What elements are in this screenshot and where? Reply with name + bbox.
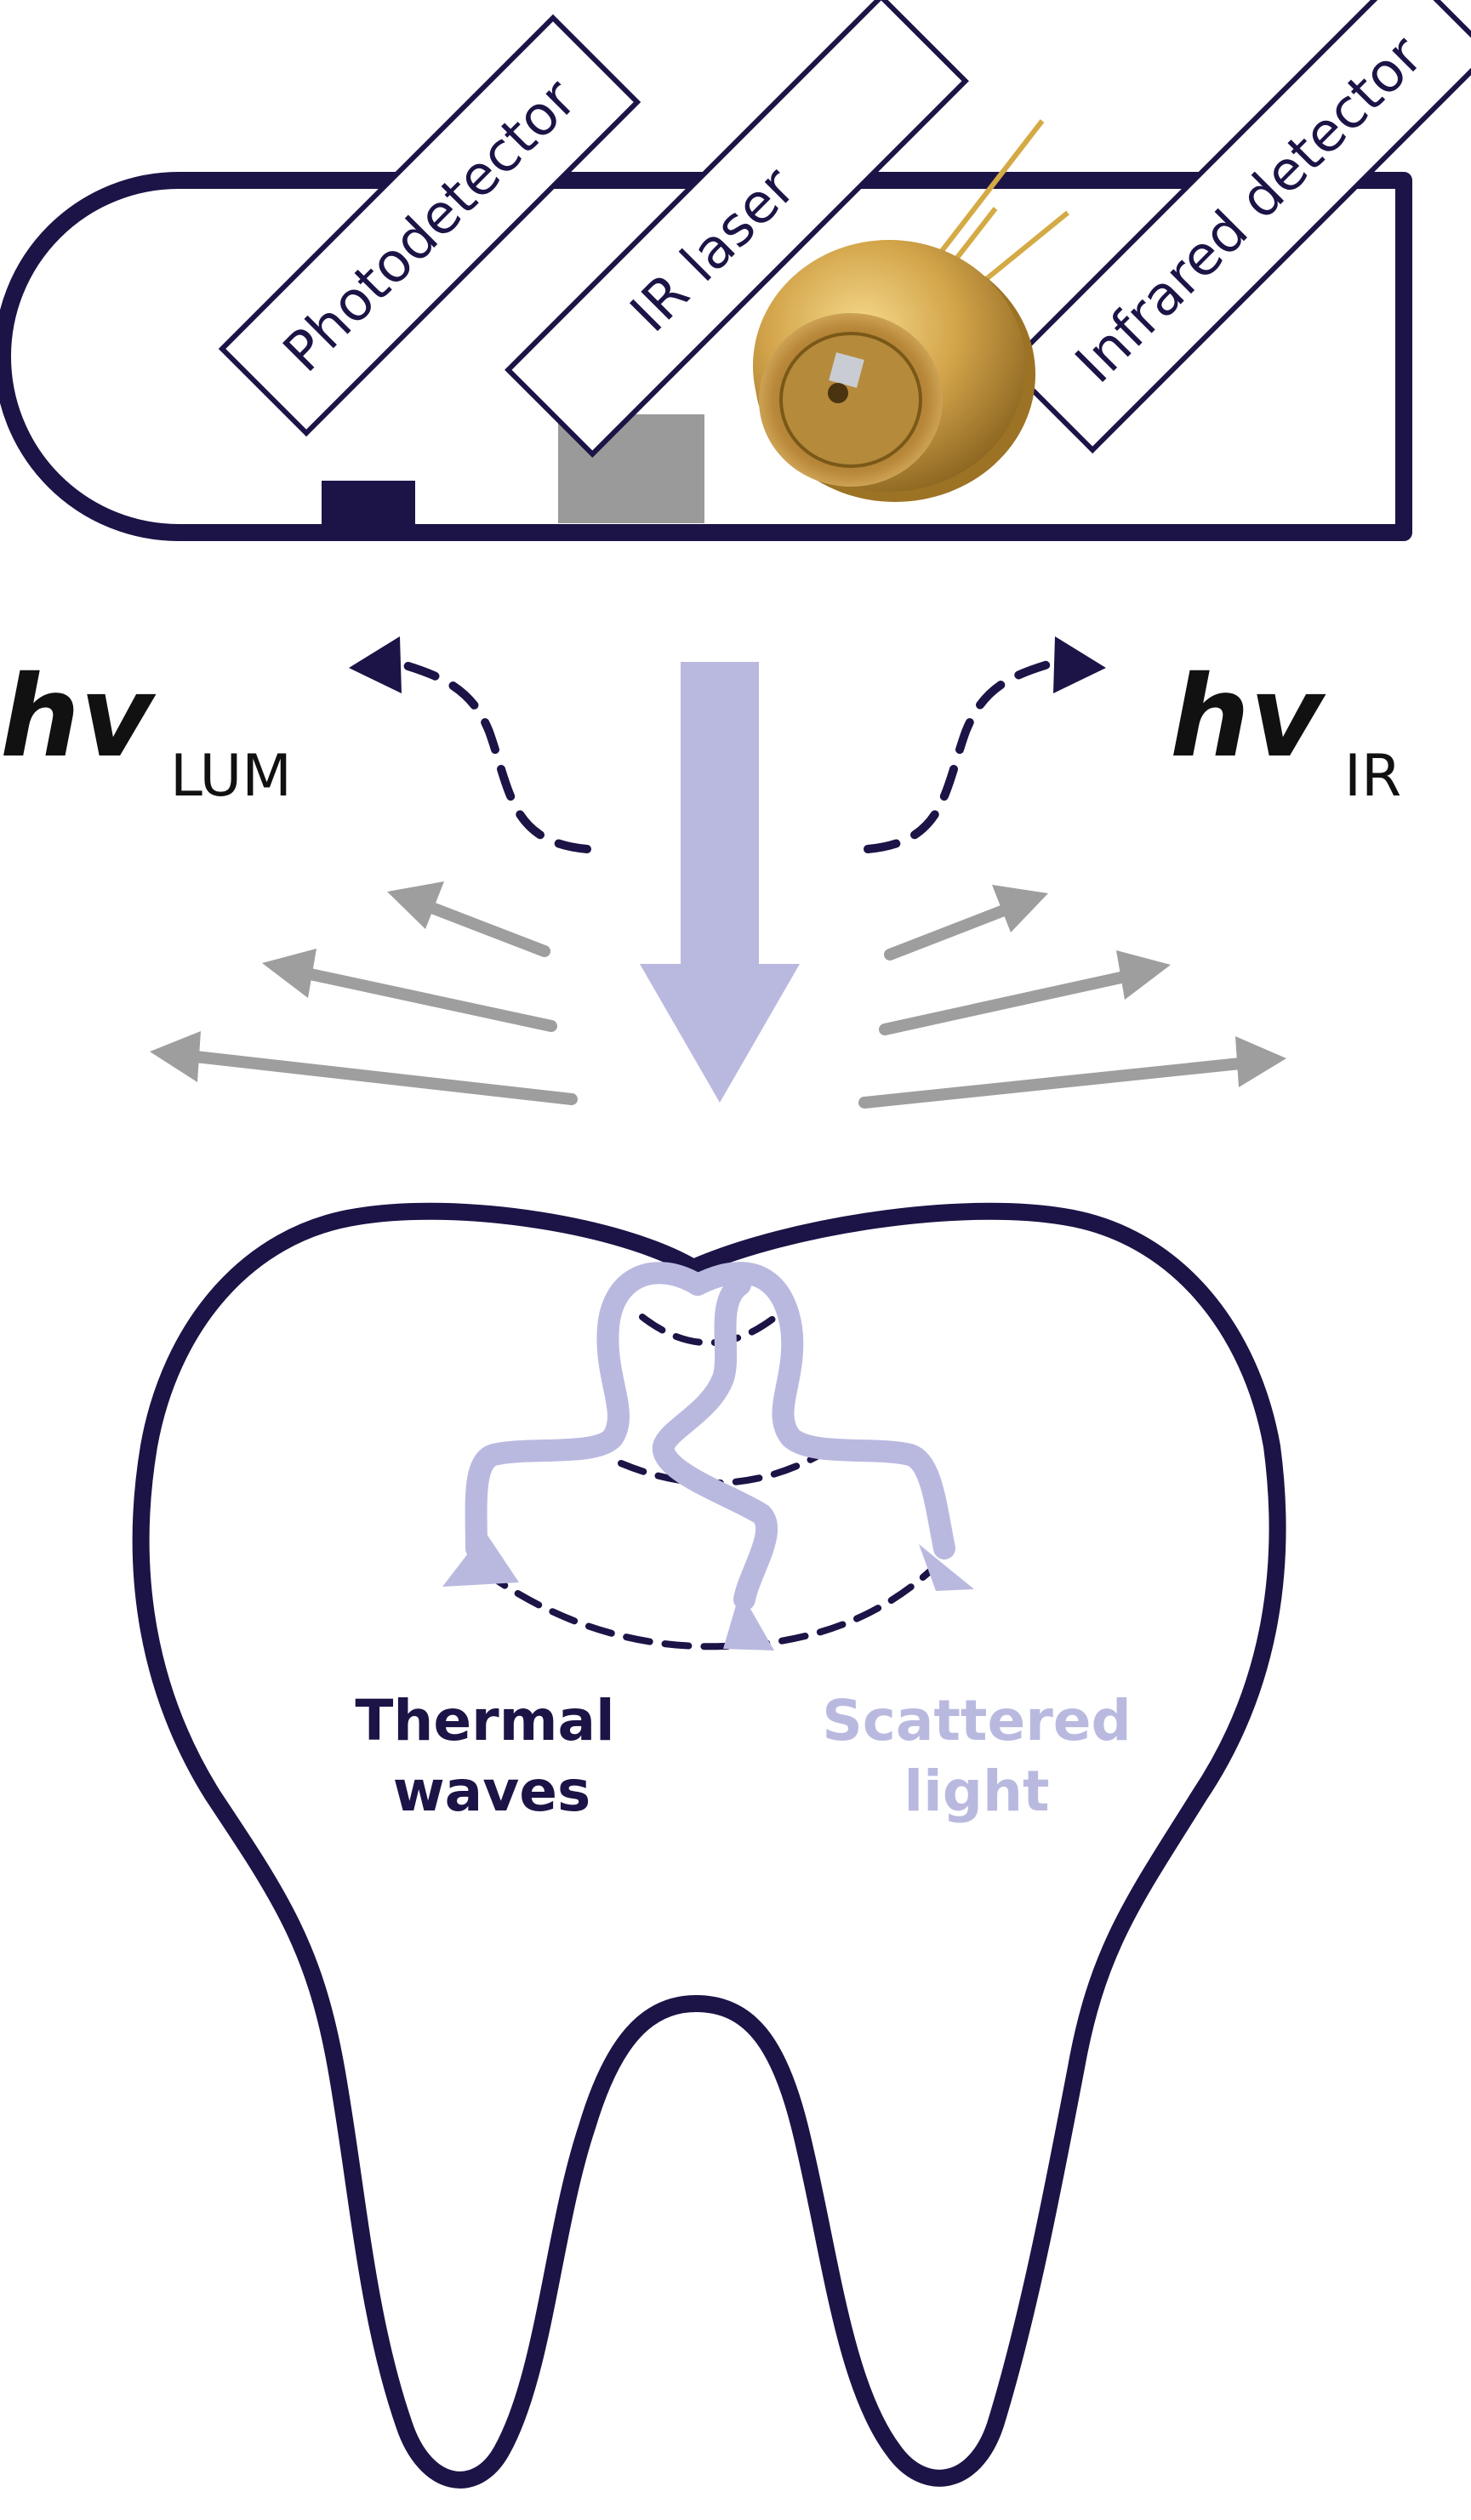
thermal-waves-label-line1: Thermal xyxy=(355,1688,614,1753)
hv-ir-symbol: hv xyxy=(1170,652,1326,783)
scatter-arrows-right xyxy=(858,885,1286,1109)
laser-diode-icon xyxy=(753,119,1069,502)
laser-beam-arrow xyxy=(640,662,800,1103)
scattered-light-arrowheads xyxy=(442,1531,974,1651)
scattered-light-label-line1: Scattered xyxy=(822,1688,1132,1753)
hv-ir-subscript: IR xyxy=(1344,743,1401,810)
infrared-dashed-arrow xyxy=(864,636,1106,853)
thermal-waves-label-line2: waves xyxy=(393,1759,591,1824)
hv-lum-symbol: hv xyxy=(0,652,157,783)
luminescence-dashed-arrow xyxy=(349,636,591,853)
hv-lum-subscript: LUM xyxy=(170,743,292,810)
tooth-outline xyxy=(132,1202,1286,2489)
scattered-light-paths xyxy=(465,1262,955,1611)
photodetector-sensor-icon xyxy=(322,481,415,527)
scatter-arrows-left xyxy=(150,881,578,1105)
scattered-light-label-line2: light xyxy=(904,1759,1049,1824)
